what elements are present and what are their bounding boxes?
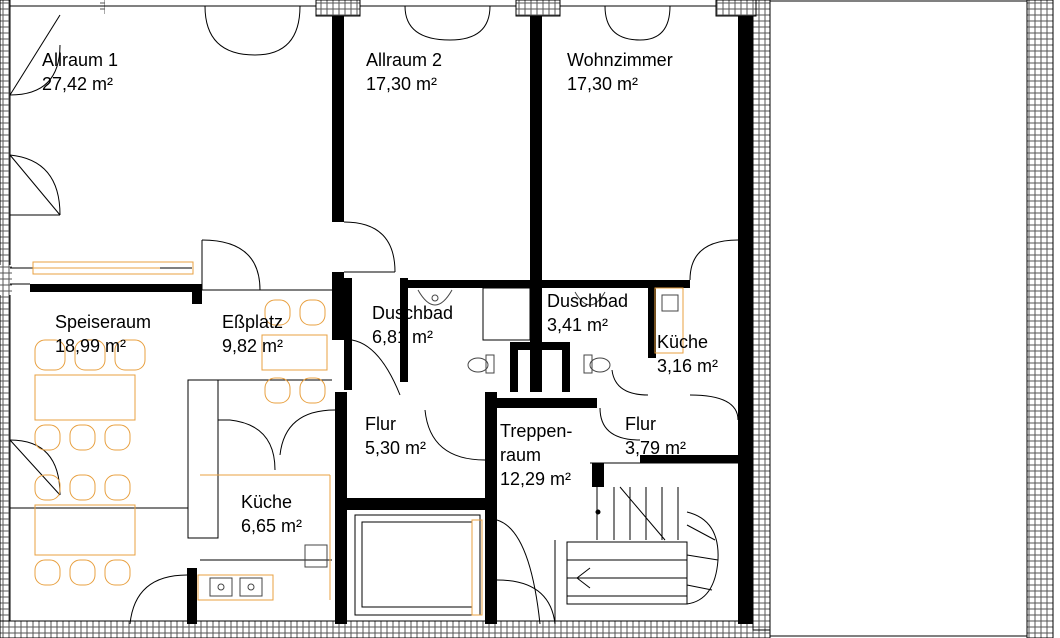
doors (9, 5, 739, 625)
furniture (32, 261, 684, 616)
frame-lines (10, 0, 1027, 637)
staircase (554, 463, 719, 624)
interior-walls (30, 16, 753, 624)
fixtures (209, 289, 679, 597)
